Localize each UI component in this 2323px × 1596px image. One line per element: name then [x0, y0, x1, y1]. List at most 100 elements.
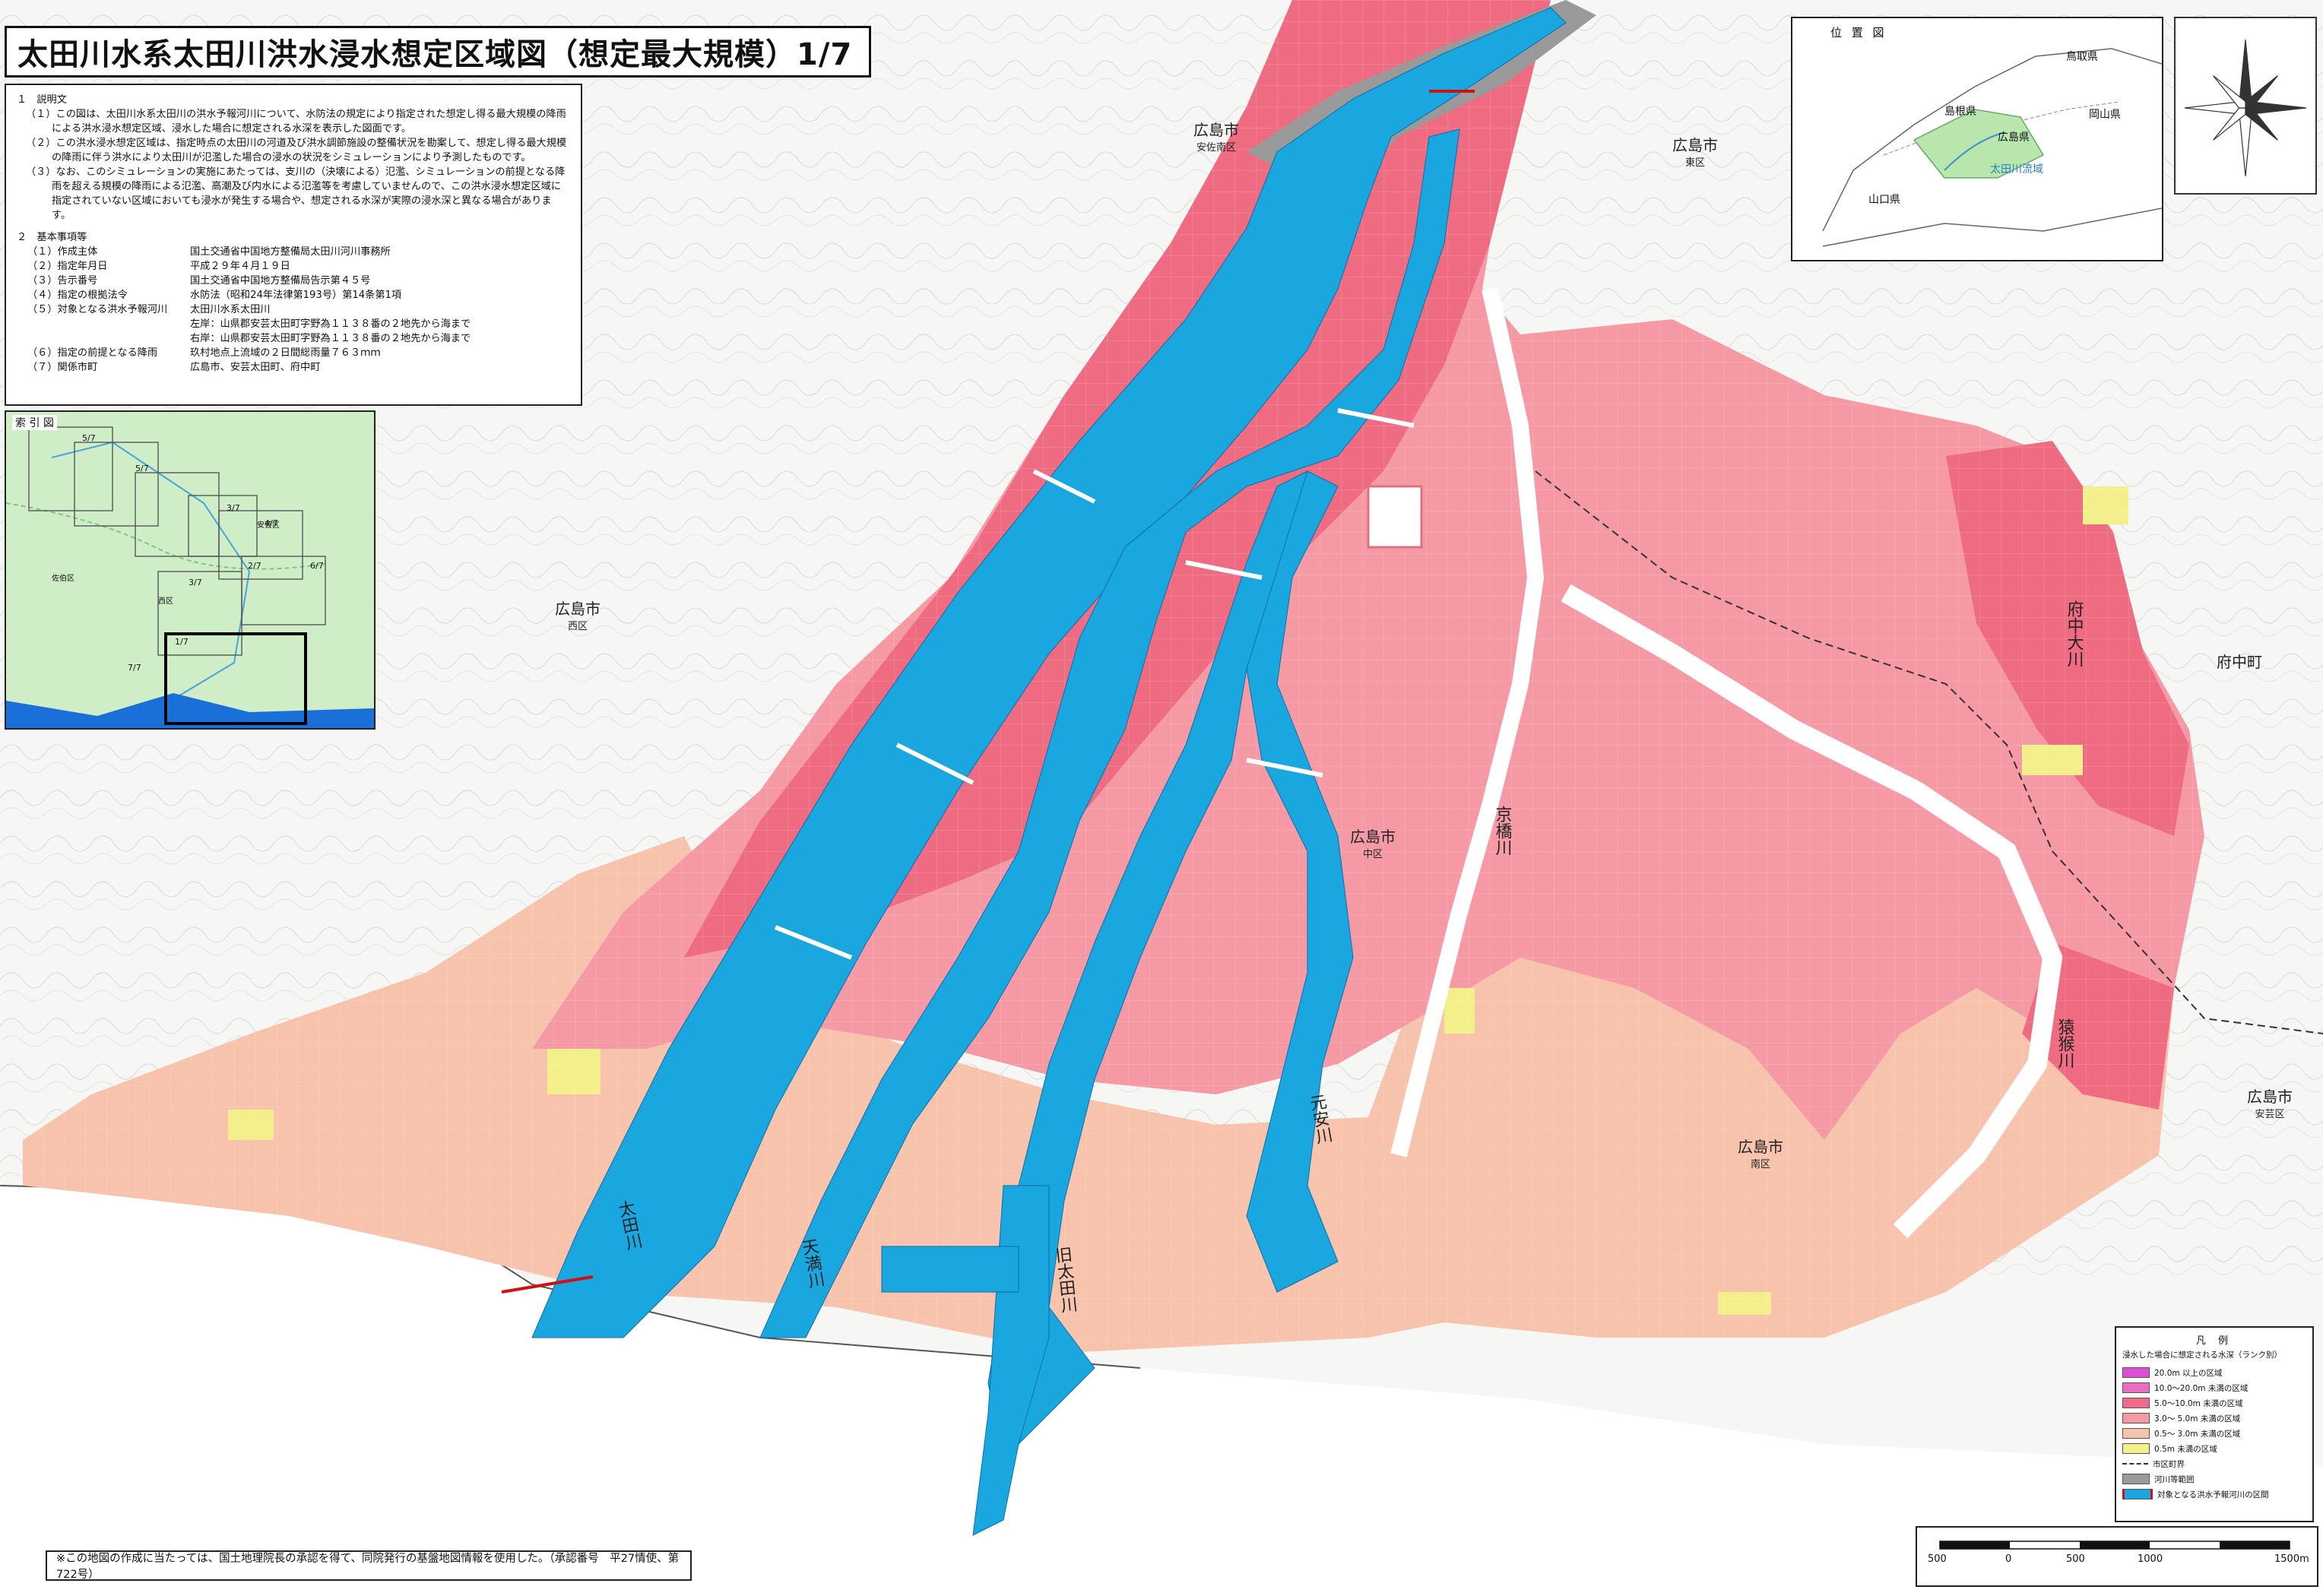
- location-map[interactable]: 位 置 図 鳥取県 島根県 広島県 岡山県 山口県 太田川流域: [1791, 17, 2163, 261]
- index-tile-label: 3/7: [227, 503, 240, 513]
- river-mouth-kyu-ota[interactable]: [972, 1185, 1050, 1536]
- place-label-aki-sub: 安芸区: [2255, 1108, 2284, 1120]
- legend-row: 河川等範囲: [2122, 1471, 2306, 1487]
- location-label-shimane: 島根県: [1944, 106, 1976, 118]
- index-tile-label: 3/7: [189, 578, 202, 587]
- info-key: （１）作成主体: [27, 246, 98, 258]
- index-map-title: 索 引 図: [12, 415, 57, 430]
- info-value: 右岸：山県郡安芸太田町字野為１１３８番の２地先から海まで: [190, 333, 471, 344]
- legend-row: 対象となる洪水予報河川の区間: [2122, 1487, 2306, 1502]
- legend-row: 5.0〜10.0m 未満の区域: [2122, 1395, 2306, 1411]
- location-map-drawing: [1822, 48, 2162, 247]
- legend-label: 0.5〜 3.0m 未満の区域: [2154, 1429, 2241, 1439]
- place-label-asaminami-sub: 安佐南区: [1196, 141, 1236, 154]
- legend-label: 0.5m 未満の区域: [2154, 1444, 2217, 1454]
- place-label-nishi: 広島市: [555, 600, 601, 618]
- info-value: 左岸：山県郡安芸太田町字野為１１３８番の２地先から海まで: [190, 318, 471, 330]
- table-row: （６）指定の前提となる降雨 玖村地点上流域の２日間総雨量７６３ｍｍ: [27, 346, 474, 360]
- index-tile-label: 5/7: [82, 433, 96, 443]
- location-label-tottori: 鳥取県: [2066, 51, 2098, 63]
- river-label-fuchu-okawa: 府中大川: [2065, 600, 2084, 667]
- scale-tick: 1000: [2138, 1553, 2163, 1565]
- index-tile-label: 5/7: [135, 464, 149, 473]
- compass-rose: [2174, 17, 2317, 195]
- legend-row: 0.5m 未満の区域: [2122, 1441, 2306, 1456]
- legend-label: 市区町界: [2153, 1459, 2185, 1469]
- index-map[interactable]: 索 引 図 5/7 5/7 3/7 4/7 2/7 3/7 1/7 6/7 7/…: [5, 410, 376, 730]
- river-ota[interactable]: [531, 7, 1567, 1338]
- index-tile-label: 1/7: [175, 637, 189, 647]
- table-row: 右岸：山県郡安芸太田町字野為１１３８番の２地先から海まで: [27, 331, 474, 346]
- info-key: （６）指定の前提となる降雨: [27, 347, 158, 359]
- location-map-title: 位 置 図: [1830, 26, 1887, 40]
- legend-swatch: [2122, 1413, 2150, 1423]
- scale-tick: 500: [2066, 1553, 2085, 1565]
- index-tile-label: 4/7: [265, 518, 278, 528]
- legend-label: 5.0〜10.0m 未満の区域: [2154, 1398, 2243, 1408]
- legend: 凡 例 浸水した場合に想定される水深（ランク別） 20.0m 以上の区域 10.…: [2115, 1326, 2314, 1522]
- legend-label: 河川等範囲: [2154, 1474, 2195, 1484]
- info-key: [27, 331, 190, 346]
- legend-subtitle: 浸水した場合に想定される水深（ランク別）: [2122, 1351, 2282, 1360]
- river-channels[interactable]: [531, 7, 1567, 1536]
- info-key: （５）対象となる洪水予報河川: [27, 304, 168, 315]
- place-label-naka: 広島市: [1350, 828, 1396, 846]
- legend-row: 市区町界: [2122, 1456, 2306, 1471]
- table-row: （３）告示番号国土交通省中国地方整備局告示第４５号: [27, 274, 474, 288]
- location-label-okayama: 岡山県: [2089, 109, 2121, 121]
- notes-section1-heading: １ 説明文: [17, 94, 67, 106]
- river-motoyasu[interactable]: [1246, 470, 1354, 1293]
- info-key: （４）指定の根拠法令: [27, 290, 128, 301]
- place-label-fuchu: 府中町: [2217, 653, 2262, 671]
- info-value: 玖村地点上流域の２日間総雨量７６３ｍｍ: [190, 347, 381, 359]
- legend-swatch: [2122, 1382, 2150, 1393]
- location-label-yamaguchi: 山口県: [1868, 194, 1900, 206]
- index-place-label: 佐伯区: [52, 575, 74, 583]
- canal[interactable]: [881, 1246, 1019, 1293]
- river-kyu-ota[interactable]: [987, 470, 1308, 1461]
- place-label-higashi-sub: 東区: [1685, 157, 1705, 169]
- legend-label: 対象となる洪水予報河川の区間: [2157, 1490, 2269, 1499]
- info-key: （３）告示番号: [27, 275, 98, 287]
- place-label-naka-sub: 中区: [1363, 849, 1383, 860]
- legend-row: 0.5〜 3.0m 未満の区域: [2122, 1426, 2306, 1441]
- info-key: （７）関係市町: [27, 362, 98, 373]
- info-key: （２）指定年月日: [27, 261, 108, 272]
- legend-label: 3.0〜 5.0m 未満の区域: [2154, 1414, 2241, 1423]
- scale-bar-drawing: [1939, 1541, 2290, 1550]
- legend-row: 3.0〜 5.0m 未満の区域: [2122, 1411, 2306, 1426]
- table-row: （２）指定年月日平成２９年４月１９日: [27, 259, 474, 274]
- place-label-nishi-sub: 西区: [568, 621, 588, 632]
- legend-title: 凡 例: [2195, 1335, 2233, 1347]
- place-label-higashi: 広島市: [1672, 136, 1718, 154]
- river-kyobashi[interactable]: [1390, 287, 1545, 1157]
- place-label-asaminami: 広島市: [1193, 121, 1239, 139]
- forecast-section-end-marker: [501, 1275, 594, 1294]
- river-enko[interactable]: [1561, 584, 2063, 1239]
- notes-paragraph-1: （１）この図は、太田川水系太田川の洪水予報河川について、水防法の規定により指定さ…: [26, 109, 566, 135]
- scale-tick: 0: [2005, 1553, 2012, 1565]
- sea-area: [0, 1186, 2323, 1596]
- scale-bar: 500 0 500 1000 1500m: [1916, 1526, 2318, 1587]
- river-label-enko: 猿猴川: [2055, 1018, 2075, 1069]
- river-label-kyobashi: 京橋川: [1493, 806, 1513, 856]
- legend-swatch: [2122, 1474, 2150, 1484]
- index-tile-label: 6/7: [310, 561, 324, 571]
- place-label-minami-sub: 南区: [1751, 1158, 1770, 1170]
- explanation-notes: １ 説明文 （１）この図は、太田川水系太田川の洪水予報河川について、水防法の規定…: [5, 84, 582, 406]
- legend-swatch: [2122, 1398, 2150, 1408]
- legend-boundary-swatch: [2122, 1463, 2148, 1465]
- legend-row: 20.0m 以上の区域: [2122, 1365, 2306, 1380]
- index-map-drawing: [6, 426, 374, 728]
- river-tenma[interactable]: [759, 128, 1460, 1338]
- hiroshima-castle: [1367, 485, 1423, 549]
- table-row: （５）対象となる洪水予報河川太田川水系太田川: [27, 302, 474, 317]
- index-place-label: 安芸区: [257, 521, 280, 530]
- info-value: 水防法（昭和24年法律第193号）第14条第1項: [190, 290, 402, 301]
- current-sheet-highlight: [164, 632, 307, 725]
- place-labels: 広島市 安佐南区 広島市 東区 広島市 西区 広島市 中区 広島市 南区 府中町…: [555, 121, 2293, 1170]
- scale-tick: 500: [1928, 1553, 1947, 1565]
- map-title: 太田川水系太田川洪水浸水想定区域図（想定最大規模）1/7: [17, 37, 853, 72]
- legend-swatch: [2122, 1367, 2150, 1378]
